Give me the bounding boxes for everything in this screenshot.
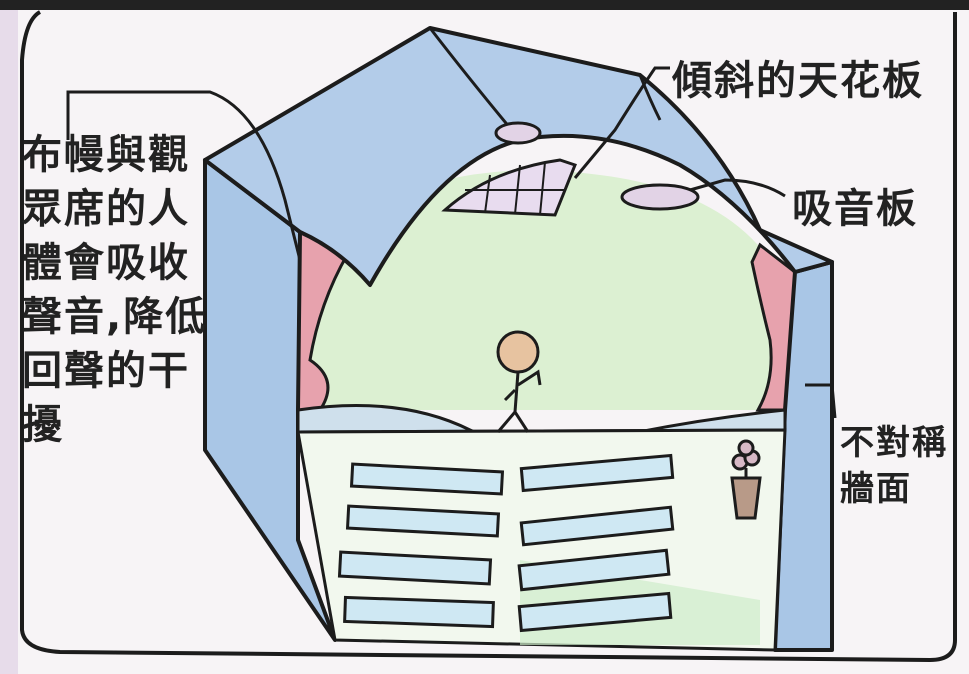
absorption-panel-right	[620, 183, 700, 211]
seat-row-right-2	[519, 505, 675, 547]
sloped-ceiling	[203, 26, 834, 287]
ceiling-vent-grid	[441, 158, 577, 217]
annotation-line: 聲音,降低	[22, 294, 208, 340]
leader-ceiling	[573, 66, 670, 179]
page-border	[0, 0, 969, 10]
stage-back-wall	[300, 170, 770, 410]
performer-figure	[496, 330, 542, 433]
drawing-frame	[20, 10, 957, 663]
seat-row-left-1	[349, 462, 505, 496]
annotation-line: 不對稱	[840, 423, 948, 463]
absorption-panel-left	[494, 121, 542, 145]
annotation-line: 回聲的干	[22, 348, 190, 394]
leader-curtain	[66, 90, 302, 261]
seat-row-right-3	[517, 548, 671, 592]
annotation-line: 體會吸收	[22, 240, 190, 286]
potted-plant-icon	[730, 439, 762, 520]
left-curtain	[296, 229, 353, 412]
leader-wall	[805, 383, 837, 419]
seat-row-right-1	[519, 453, 675, 493]
annotation-line: 眾席的人	[22, 186, 190, 232]
leader-absorb	[689, 178, 786, 198]
curtain-audience-annotation: 布幔與觀 眾席的人 體會吸收 聲音,降低 回聲的干 擾	[22, 128, 212, 452]
annotation-line: 牆面	[840, 469, 912, 509]
right-curtain	[750, 242, 797, 412]
annotation-line: 布幔與觀	[22, 132, 190, 178]
annotation-line: 擾	[22, 402, 64, 448]
absorption-panel-label: 吸音板	[792, 186, 918, 232]
seat-row-left-3	[337, 550, 493, 586]
seat-row-left-4	[343, 595, 495, 629]
seat-row-right-4	[517, 591, 673, 633]
sloped-ceiling-label: 傾斜的天花板	[672, 58, 924, 104]
seat-row-left-2	[345, 504, 501, 538]
asymmetric-wall-label: 不對稱 牆面	[840, 420, 965, 512]
seating-rows	[337, 453, 675, 633]
